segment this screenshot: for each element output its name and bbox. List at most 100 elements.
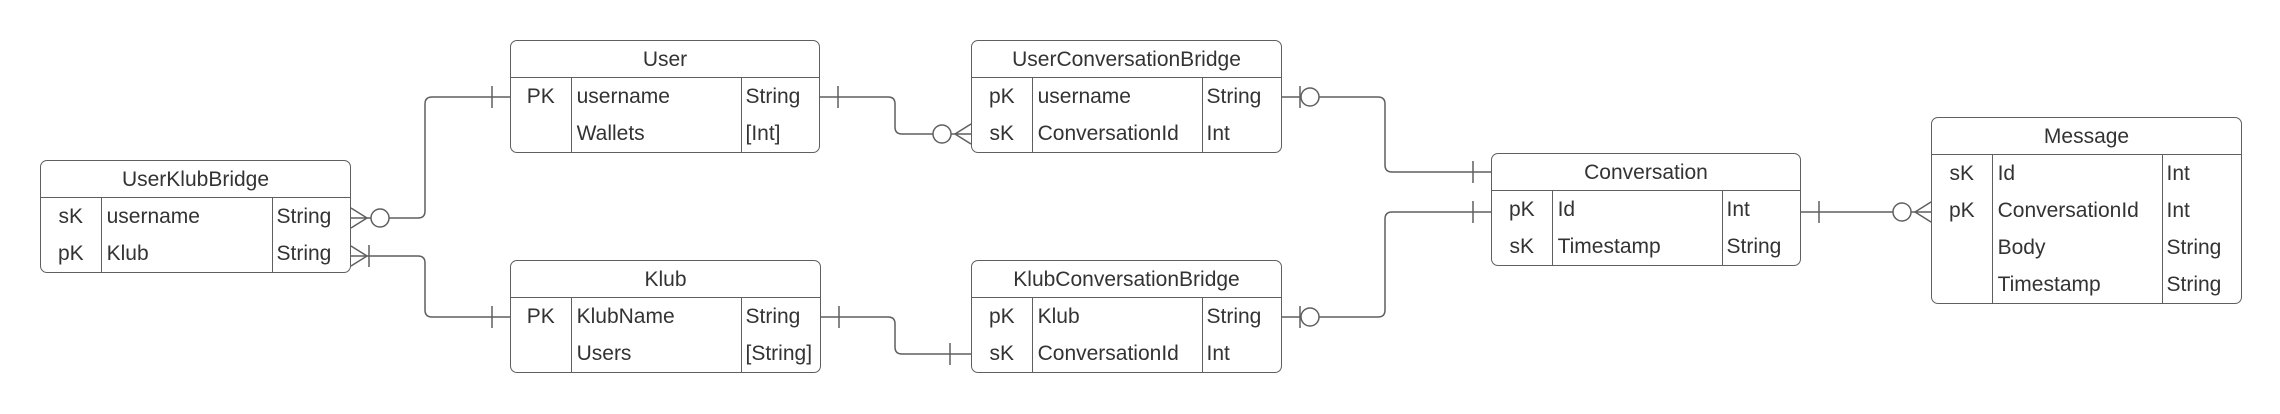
column-divider	[2162, 155, 2163, 303]
key-cell: sK	[989, 342, 1015, 365]
entity-row: sK Id Int	[1932, 155, 2241, 192]
entity-row: PK username String	[511, 78, 819, 115]
entity-row: sK ConversationId Int	[972, 335, 1281, 372]
entity-title: Klub	[511, 261, 820, 298]
column-divider	[1722, 191, 1723, 265]
entity-row: pK username String	[972, 78, 1281, 115]
column-divider	[1032, 78, 1033, 152]
rel-user-userklubbridge	[351, 96, 510, 219]
zero-circle	[932, 124, 952, 144]
rel-klub-userklubbridge	[351, 255, 510, 318]
entity-row: Timestamp String	[1932, 266, 2241, 303]
key-cell	[511, 335, 571, 372]
column-divider	[741, 78, 742, 152]
entity-title: Message	[1932, 118, 2241, 155]
column-divider	[571, 298, 572, 372]
attribute-name: KlubName	[576, 305, 675, 328]
attribute-name: username	[1037, 85, 1131, 108]
entity-row: pK Klub String	[41, 235, 350, 272]
attribute-name: ConversationId	[1037, 122, 1179, 145]
entity-klub-conversation-bridge[interactable]: KlubConversationBridge pK Klub String sK Conv…	[971, 260, 1282, 373]
column-divider	[1992, 155, 1993, 303]
entity-user-conversation-bridge[interactable]: UserConversationBridge pK username String sK…	[971, 40, 1282, 153]
entity-row: pK Klub String	[972, 298, 1281, 335]
attribute-type: [String]	[745, 342, 813, 365]
attribute-type: String	[2166, 273, 2222, 296]
rel-conversation-userconversationbridge	[1282, 96, 1491, 173]
crows-foot-many	[350, 245, 368, 267]
attribute-name: Id	[1997, 162, 2016, 185]
key-cell: pK	[1508, 198, 1535, 221]
key-cell: sK	[1949, 162, 1975, 185]
rel-conversation-klubconversationbridge	[1282, 211, 1491, 318]
entity-row: Users [String]	[511, 335, 820, 372]
key-cell: PK	[526, 305, 555, 328]
key-cell	[511, 115, 571, 152]
column-divider	[741, 298, 742, 372]
zero-circle	[370, 208, 390, 228]
key-cell: pK	[57, 242, 84, 265]
attribute-type: String	[745, 305, 801, 328]
key-cell	[1932, 266, 1992, 303]
entity-row: PK KlubName String	[511, 298, 820, 335]
key-cell: pK	[988, 85, 1015, 108]
attribute-name: Users	[576, 342, 632, 365]
attribute-name: Klub	[106, 242, 149, 265]
rel-user-userconversationbridge	[820, 96, 971, 135]
attribute-name: Wallets	[576, 122, 645, 145]
attribute-name: ConversationId	[1037, 342, 1179, 365]
crows-foot-many	[954, 123, 972, 145]
zero-circle	[1300, 307, 1320, 327]
zero-circle	[1892, 202, 1912, 222]
key-cell: sK	[58, 205, 84, 228]
column-divider	[1202, 298, 1203, 372]
attribute-type: Int	[2166, 199, 2190, 222]
attribute-name: username	[106, 205, 200, 228]
attribute-type: String	[276, 242, 332, 265]
entity-title: UserConversationBridge	[972, 41, 1281, 78]
attribute-name: Timestamp	[1557, 235, 1661, 258]
entity-row: sK Timestamp String	[1492, 228, 1800, 265]
attribute-name: username	[576, 85, 670, 108]
column-divider	[101, 198, 102, 272]
key-cell: sK	[1509, 235, 1535, 258]
column-divider	[1032, 298, 1033, 372]
crows-foot-many	[350, 207, 368, 229]
attribute-type: String	[1726, 235, 1782, 258]
column-divider	[1202, 78, 1203, 152]
key-cell: sK	[989, 122, 1015, 145]
attribute-name: Klub	[1037, 305, 1080, 328]
attribute-name: ConversationId	[1997, 199, 2139, 222]
attribute-type: String	[1206, 85, 1262, 108]
attribute-type: String	[1206, 305, 1262, 328]
key-cell: PK	[526, 85, 555, 108]
entity-title: KlubConversationBridge	[972, 261, 1281, 298]
attribute-name: Body	[1997, 236, 2046, 259]
attribute-type: Int	[2166, 162, 2190, 185]
attribute-name: Timestamp	[1997, 273, 2101, 296]
attribute-type: String	[745, 85, 801, 108]
key-cell	[1932, 229, 1992, 266]
column-divider	[571, 78, 572, 152]
key-cell: pK	[988, 305, 1015, 328]
attribute-type: Int	[1206, 342, 1230, 365]
entity-title: User	[511, 41, 819, 78]
